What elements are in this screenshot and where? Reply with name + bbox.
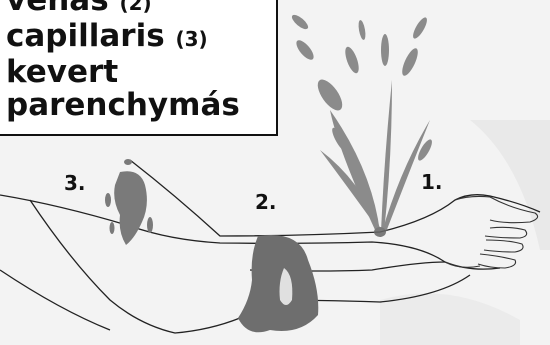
background-shape (470, 120, 550, 250)
legend-line-mixed: kevert (6, 56, 276, 89)
legend-line-parenchymal: parenchymás (6, 89, 276, 122)
legend-line-venous: vénás (2) (6, 0, 276, 20)
venous-blood-pool (238, 235, 318, 332)
arterial-spray (290, 13, 435, 237)
capillary-label: capillaris (6, 18, 165, 54)
marker-1: 1. (421, 170, 443, 194)
hand-drawing (445, 196, 538, 268)
venous-label: vénás (6, 0, 109, 18)
marker-3: 3. (64, 171, 86, 195)
background-shape (380, 293, 520, 345)
marker-2: 2. (255, 190, 277, 214)
capillary-number: (3) (175, 27, 207, 51)
bleeding-types-legend: vénás (2) capillaris (3) kevert parenchy… (0, 0, 278, 136)
legend-line-capillary: capillaris (3) (6, 20, 276, 56)
venous-number: (2) (119, 0, 151, 15)
